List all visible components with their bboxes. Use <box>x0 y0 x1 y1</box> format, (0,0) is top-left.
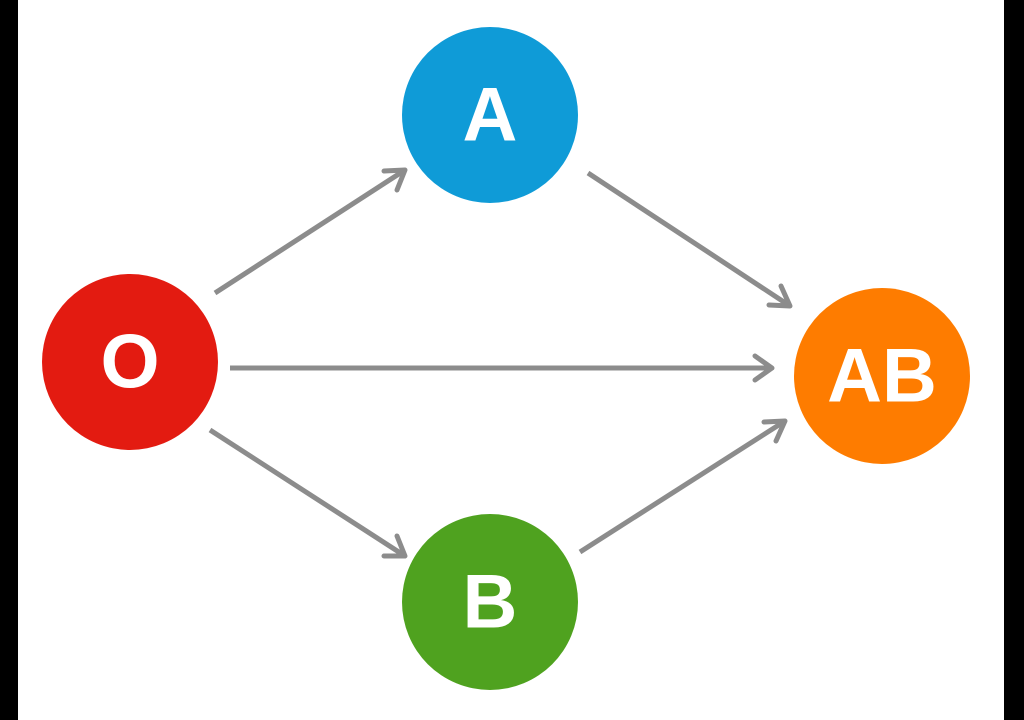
edge-o-b <box>208 427 407 559</box>
node-a-label: A <box>463 73 518 158</box>
node-ab-label: AB <box>827 334 937 419</box>
edge-a-ab <box>586 170 792 309</box>
arrowhead-b-ab <box>761 418 788 444</box>
edge-b-ab <box>578 418 787 555</box>
node-a-circle <box>402 27 578 203</box>
arrowhead-o-ab <box>752 353 775 383</box>
node-a: A <box>402 27 578 203</box>
arrowhead-o-a <box>381 167 408 193</box>
arrowhead-a-ab <box>766 283 793 309</box>
node-b-circle <box>402 514 578 690</box>
edge-o-a <box>213 167 407 296</box>
edges-layer <box>208 167 793 559</box>
node-o-circle <box>42 274 218 450</box>
node-ab: AB <box>794 288 970 464</box>
node-b-label: B <box>463 560 518 645</box>
node-b: B <box>402 514 578 690</box>
node-o-label: O <box>100 320 159 405</box>
arrowhead-o-b <box>381 533 408 559</box>
node-o: O <box>42 274 218 450</box>
node-ab-circle <box>794 288 970 464</box>
